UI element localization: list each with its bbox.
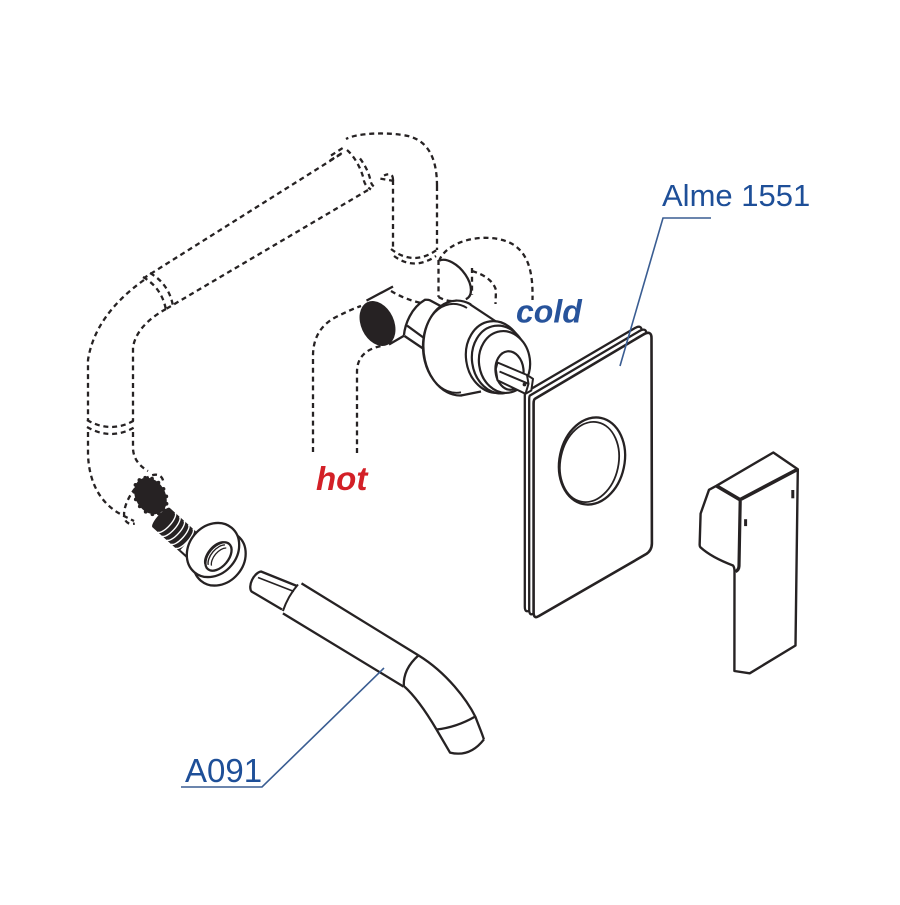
svg-text:A091: A091 [185,752,262,789]
svg-text:cold: cold [516,294,583,330]
svg-text:Alme 1551: Alme 1551 [662,178,810,213]
svg-text:hot: hot [316,460,369,497]
